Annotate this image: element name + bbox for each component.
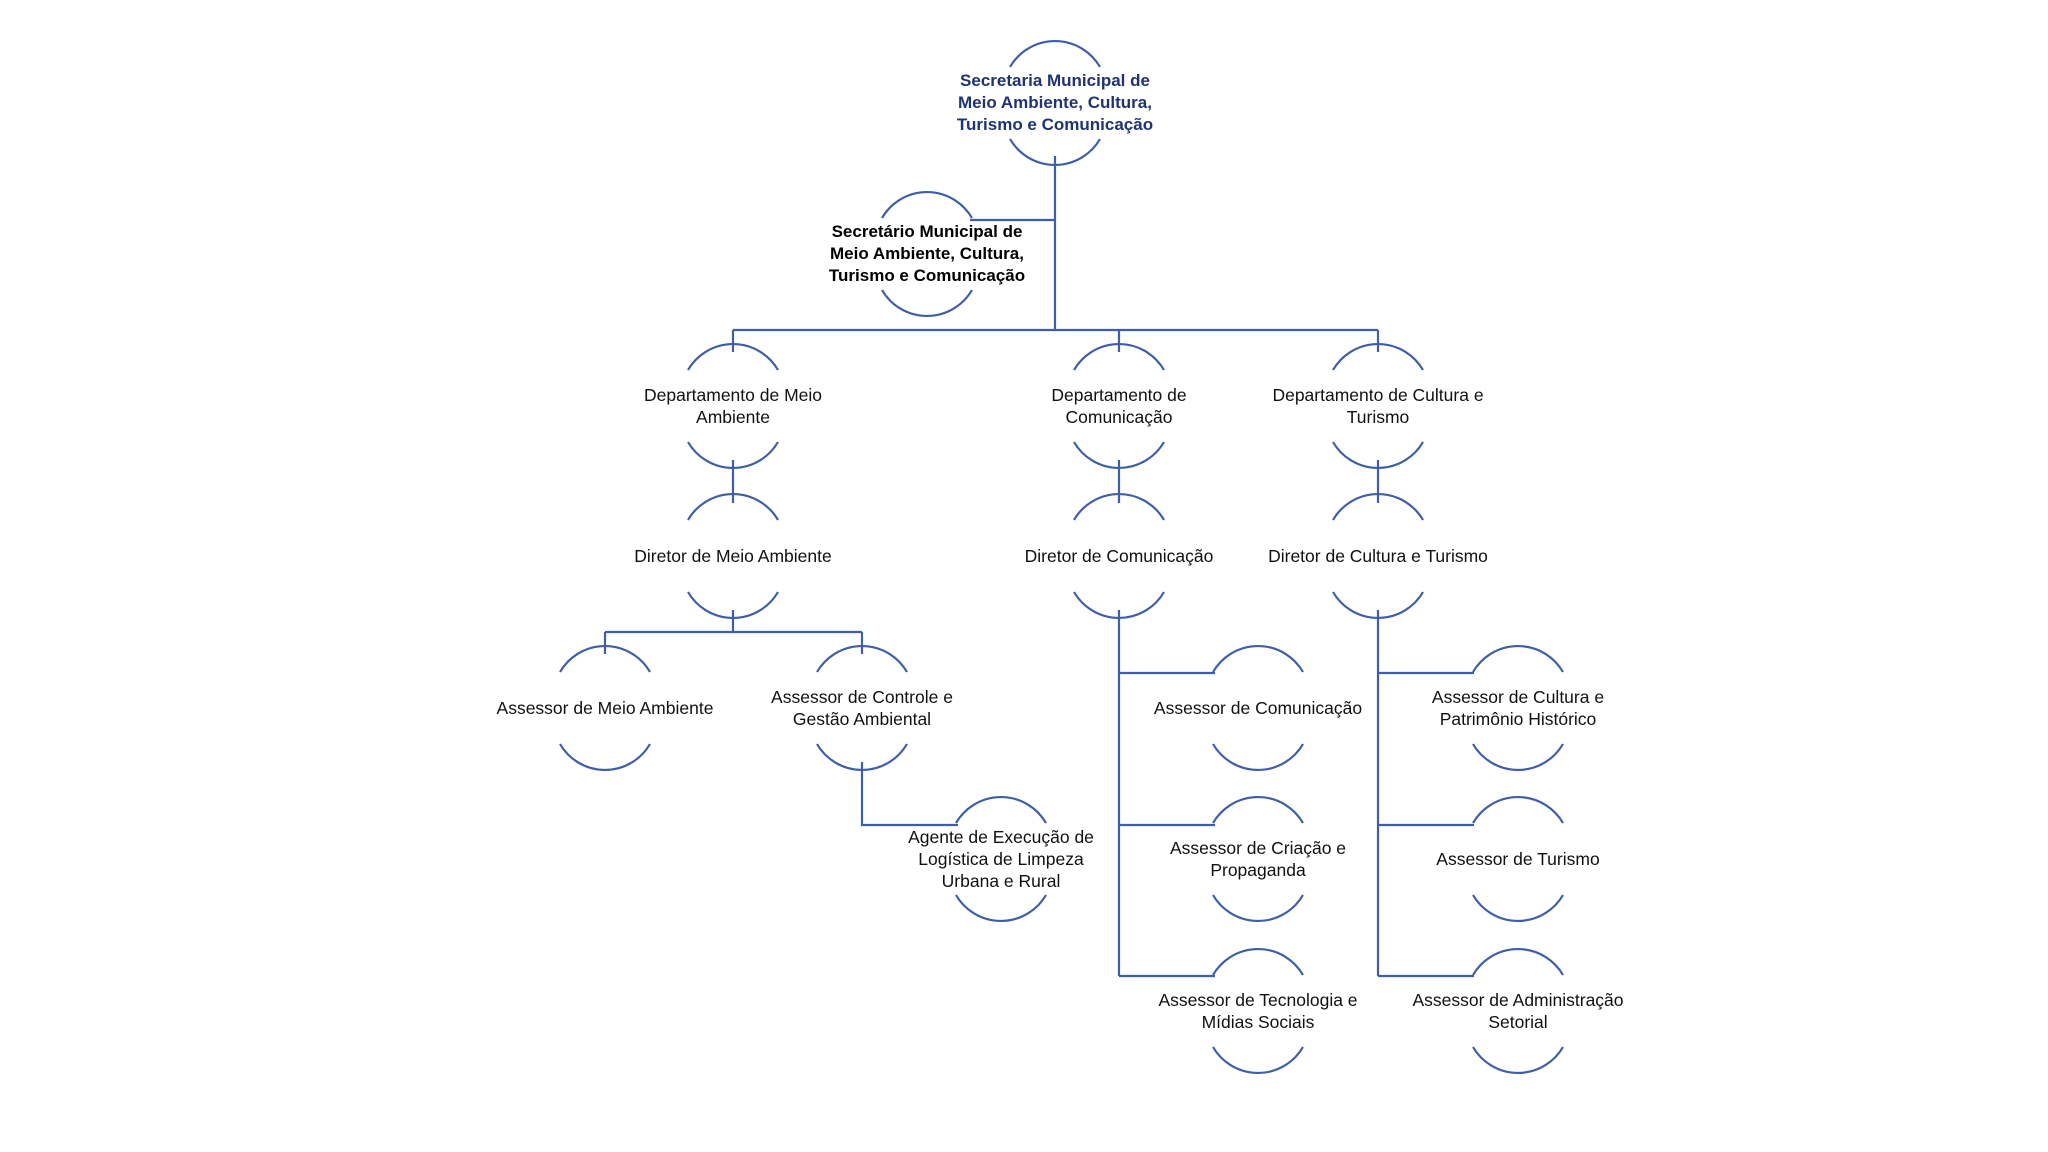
node-secretaria-municipal-top-arc [1009,40,1101,68]
node-assessor-meio-ambiente: Assessor de Meio Ambiente [496,698,714,718]
node-assessor-comunicacao: Assessor de Comunicação [1153,698,1363,718]
node-secretaria-municipal: Secretaria Municipal de Meio Ambiente, C… [956,71,1154,134]
connector-lines [603,156,1474,978]
connector-agente [860,762,958,827]
node-diretor-cultura-turismo: Diretor de Cultura e Turismo [1268,546,1488,566]
node-secretario-municipal-top-arc [881,191,973,219]
node-assessor-cultura-patrimonio-top-arc [1472,645,1564,673]
node-assessor-criacao-propaganda: Assessor de Criação e Propaganda [1169,838,1347,880]
node-assessor-administracao-setorial-bottom-arc [1472,1046,1564,1074]
node-assessor-turismo-bottom-arc [1472,894,1564,922]
node-departamento-meio-ambiente: Departamento de Meio Ambiente [643,385,823,427]
connector-meio-assessors-bus [603,610,864,654]
node-assessor-administracao-setorial-top-arc [1472,948,1564,976]
connector-cult-assessors [1376,610,1474,978]
node-assessor-administracao-setorial: Assessor de Administração Setorial [1412,990,1624,1032]
node-departamento-cultura-turismo: Departamento de Cultura e Turismo [1272,385,1484,427]
node-assessor-cultura-patrimonio-bottom-arc [1472,743,1564,771]
node-assessor-criacao-propaganda-top-arc [1212,796,1304,824]
node-agente-execucao-logistica-top-arc [955,796,1047,824]
node-assessor-comunicacao-top-arc [1212,645,1304,673]
node-assessor-cultura-patrimonio: Assessor de Cultura e Patrimônio Históri… [1431,687,1605,729]
node-assessor-criacao-propaganda-bottom-arc [1212,894,1304,922]
node-assessor-turismo: Assessor de Turismo [1436,849,1600,869]
node-assessor-tecnologia-midias-top-arc [1212,948,1304,976]
node-diretor-meio-ambiente: Diretor de Meio Ambiente [634,546,832,566]
node-departamento-comunicacao: Departamento de Comunicação [1051,385,1187,427]
node-assessor-controle-gestao: Assessor de Controle e Gestão Ambiental [771,687,953,729]
node-agente-execucao-logistica: Agente de Execução de Logística de Limpe… [908,827,1094,891]
node-secretario-municipal: Secretário Municipal de Meio Ambiente, C… [828,222,1026,285]
node-agente-execucao-logistica-bottom-arc [955,894,1047,922]
node-assessor-meio-ambiente-bottom-arc [559,743,651,771]
node-diretor-comunicacao: Diretor de Comunicação [1024,546,1214,566]
connector-com-assessors [1117,610,1215,978]
node-assessor-comunicacao-bottom-arc [1212,743,1304,771]
node-assessor-tecnologia-midias-bottom-arc [1212,1046,1304,1074]
node-secretario-municipal-bottom-arc [881,289,973,317]
node-assessor-turismo-top-arc [1472,796,1564,824]
node-assessor-tecnologia-midias: Assessor de Tecnologia e Mídias Sociais [1158,990,1358,1032]
